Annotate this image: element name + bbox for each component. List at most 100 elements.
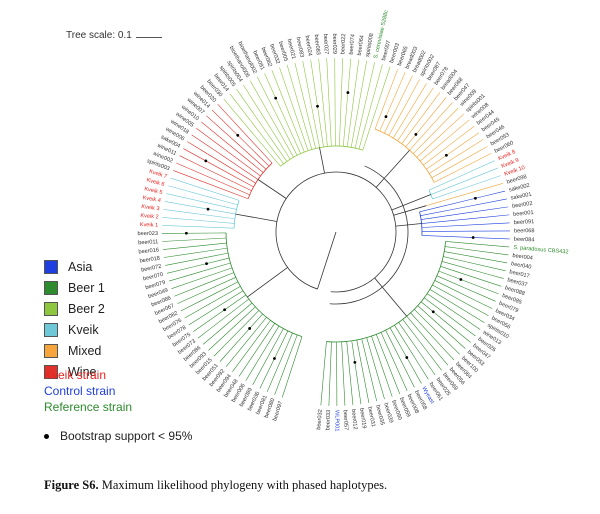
leaf-branch	[232, 333, 261, 372]
clade-spoke	[273, 330, 289, 361]
leaf-branch	[457, 247, 509, 256]
clade-spoke	[322, 341, 327, 385]
clade-spoke	[207, 153, 256, 184]
leaf-branch	[191, 134, 217, 152]
leaf-label: beer024	[304, 35, 313, 56]
bootstrap-dot	[223, 308, 227, 312]
leaf-label: beer022	[340, 34, 347, 55]
clade-spoke	[405, 134, 417, 148]
clade-spoke	[430, 182, 462, 195]
clade-spoke	[323, 105, 328, 147]
legend-label-kveik: Kveik	[68, 322, 99, 337]
leaf-branch	[407, 374, 415, 388]
clade-spoke	[241, 313, 263, 338]
clade-spoke	[316, 100, 324, 147]
clade-spoke	[414, 309, 423, 318]
leaf-branch	[294, 62, 304, 98]
bootstrap-dot	[248, 327, 252, 330]
bootstrap-dot	[384, 115, 388, 119]
root-branch	[317, 231, 337, 290]
leaf-branch	[197, 329, 210, 339]
leaf-branch	[425, 338, 449, 366]
legend-item-asia: Asia	[44, 256, 105, 277]
clade-spoke	[346, 109, 353, 147]
clade-spoke	[421, 235, 494, 239]
leaf-label: beer012	[350, 409, 358, 430]
leaf-branch	[162, 239, 197, 242]
leaf-branch	[421, 92, 441, 117]
leaf-label: beer083	[295, 37, 305, 58]
leaf-branch	[229, 93, 251, 121]
clade-spoke	[204, 195, 238, 206]
leaf-branch	[213, 345, 225, 357]
clade-spoke	[199, 220, 235, 224]
leaf-branch	[320, 383, 324, 406]
clade-spoke	[384, 105, 398, 134]
leaf-label: beer084	[514, 237, 535, 244]
leaf-branch	[389, 72, 406, 109]
leaf-branch	[193, 319, 212, 332]
clade-spoke	[380, 332, 390, 352]
leaf-branch	[363, 348, 378, 402]
leaf-branch	[462, 326, 476, 337]
clade-spoke	[270, 116, 294, 158]
clade-spoke	[374, 107, 384, 130]
clade-spoke	[328, 105, 332, 147]
clade-spoke	[434, 280, 476, 301]
leaf-branch	[252, 350, 272, 385]
clade-legend: Asia Beer 1 Beer 2 Kveik Mixed Wine	[44, 256, 105, 382]
leaf-branch	[188, 305, 220, 326]
legend-label-wine: Wine	[68, 364, 97, 379]
bootstrap-markers	[184, 91, 477, 364]
clade-spoke	[254, 323, 275, 353]
leaf-label: Kveik 4	[142, 195, 161, 204]
leaf-branch	[464, 287, 496, 302]
clade-spoke	[194, 162, 252, 192]
legend-item-mixed: Mixed	[44, 340, 105, 361]
leaf-branch	[164, 201, 190, 207]
caption-text: Maximum likelihood phylogeny with phased…	[98, 478, 388, 492]
leaf-branch	[318, 58, 324, 106]
clade-spoke	[434, 170, 457, 183]
clade-spoke	[376, 334, 392, 373]
clade-spoke	[203, 277, 236, 293]
leaf-branch	[370, 64, 383, 108]
leaf-branch	[162, 225, 210, 228]
leaf-branch	[166, 193, 208, 204]
leaf-label: S. paradoxus CBS432	[513, 245, 569, 256]
clade-spoke	[419, 195, 485, 213]
leaf-branch	[208, 335, 225, 351]
clade-spoke	[271, 328, 284, 351]
legend-swatch-beer1	[44, 280, 58, 295]
leaf-branch	[367, 62, 375, 92]
leaf-label: beer004	[512, 253, 533, 262]
clade-spoke	[202, 181, 249, 200]
leaf-branch	[271, 70, 284, 100]
clade-spoke	[389, 327, 404, 351]
tree-leaf-labels: beer097beer080beer081beer036beer089beer0…	[137, 9, 568, 431]
bootstrap-dot	[274, 96, 278, 100]
leaf-label: beer074	[349, 34, 357, 55]
leaf-label: beer091	[514, 219, 535, 226]
leaf-branch	[484, 190, 506, 197]
leaf-branch	[459, 198, 507, 209]
clade-stem	[319, 147, 325, 174]
leaf-label: beer068	[514, 228, 535, 234]
leaf-branch	[238, 352, 256, 377]
leaf-label: beer037	[507, 277, 528, 288]
clade-spoke	[436, 275, 465, 289]
bootstrap-dot	[474, 196, 477, 200]
leaf-branch	[341, 58, 344, 80]
leaf-branch	[446, 139, 484, 163]
leaf-branch	[397, 75, 413, 107]
leaf-branch	[382, 69, 398, 108]
leaf-branch	[417, 320, 455, 361]
clade-spoke	[280, 334, 298, 379]
leaf-branch	[166, 266, 194, 274]
clade-stem	[393, 205, 427, 216]
leaf-branch	[274, 378, 281, 395]
leaf-branch	[484, 214, 510, 218]
leaf-branch	[418, 364, 429, 380]
clade-spoke	[251, 131, 281, 167]
strain-control-label: Control strain	[44, 384, 116, 398]
